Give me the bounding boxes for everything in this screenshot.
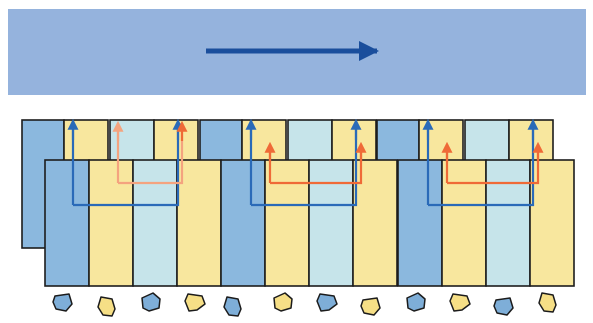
- front-panel-dark-blue-1: [44, 159, 90, 287]
- blob-particle-icon: [360, 297, 381, 316]
- blob-particle-icon: [141, 292, 161, 312]
- blob-particle-icon: [538, 292, 557, 313]
- blob-particle-icon: [52, 293, 73, 312]
- front-panel-yellow-1: [88, 159, 134, 287]
- front-layer: [44, 159, 575, 287]
- blob-particle-icon: [273, 292, 293, 312]
- front-panel-light-blue-1: [132, 159, 178, 287]
- front-panel-yellow-2: [264, 159, 310, 287]
- front-panel-dark-blue-3: [397, 159, 443, 287]
- blob-particle-icon: [316, 293, 338, 312]
- blob-particle-icon: [493, 297, 514, 316]
- front-panel-light-blue-2: [308, 159, 354, 287]
- front-panel-light-blue-3: [485, 159, 531, 287]
- particles: [52, 292, 557, 317]
- connector-arrows: [67, 118, 544, 207]
- blue-connector-3: [426, 129, 535, 207]
- blob-particle-icon: [449, 293, 471, 312]
- blob-particle-icon: [223, 296, 242, 317]
- front-panel-yellow-3: [441, 159, 487, 287]
- blue-connector-1: [71, 129, 180, 207]
- front-panel-yellow-3: [529, 159, 575, 287]
- blob-particle-icon: [97, 296, 116, 317]
- blue-connector-2: [249, 129, 358, 207]
- blob-particle-icon: [406, 292, 426, 312]
- front-panel-yellow-2: [352, 159, 398, 287]
- front-panel-yellow-1: [176, 159, 222, 287]
- front-panel-dark-blue-2: [220, 159, 266, 287]
- blob-particle-icon: [184, 293, 206, 312]
